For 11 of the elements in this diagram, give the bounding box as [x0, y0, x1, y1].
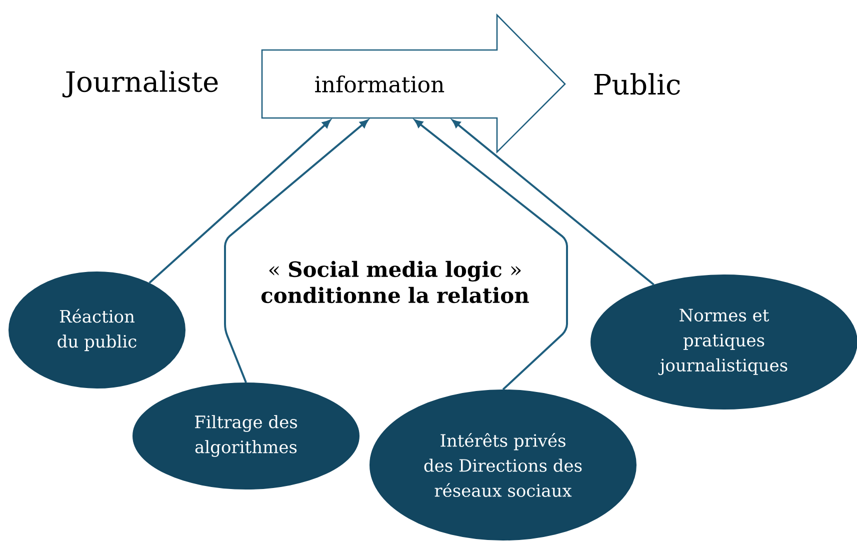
arrow [414, 120, 568, 390]
label-text: Journaliste [62, 70, 218, 98]
ellipse-node: Réaction du public [8, 272, 186, 388]
ellipse-node: Filtrage des algorithmes [132, 382, 360, 490]
arrow [148, 120, 331, 284]
ellipse-node: Normes et pratiques journalistiques [590, 274, 857, 410]
arrow [224, 120, 368, 383]
label-text: Public [594, 73, 680, 95]
heading-text: « Social media logic » conditionne la relation [261, 260, 529, 304]
arrow [452, 120, 654, 286]
ellipse-node: Intérêts privés des Directions des réseaux sociaux [370, 390, 636, 540]
